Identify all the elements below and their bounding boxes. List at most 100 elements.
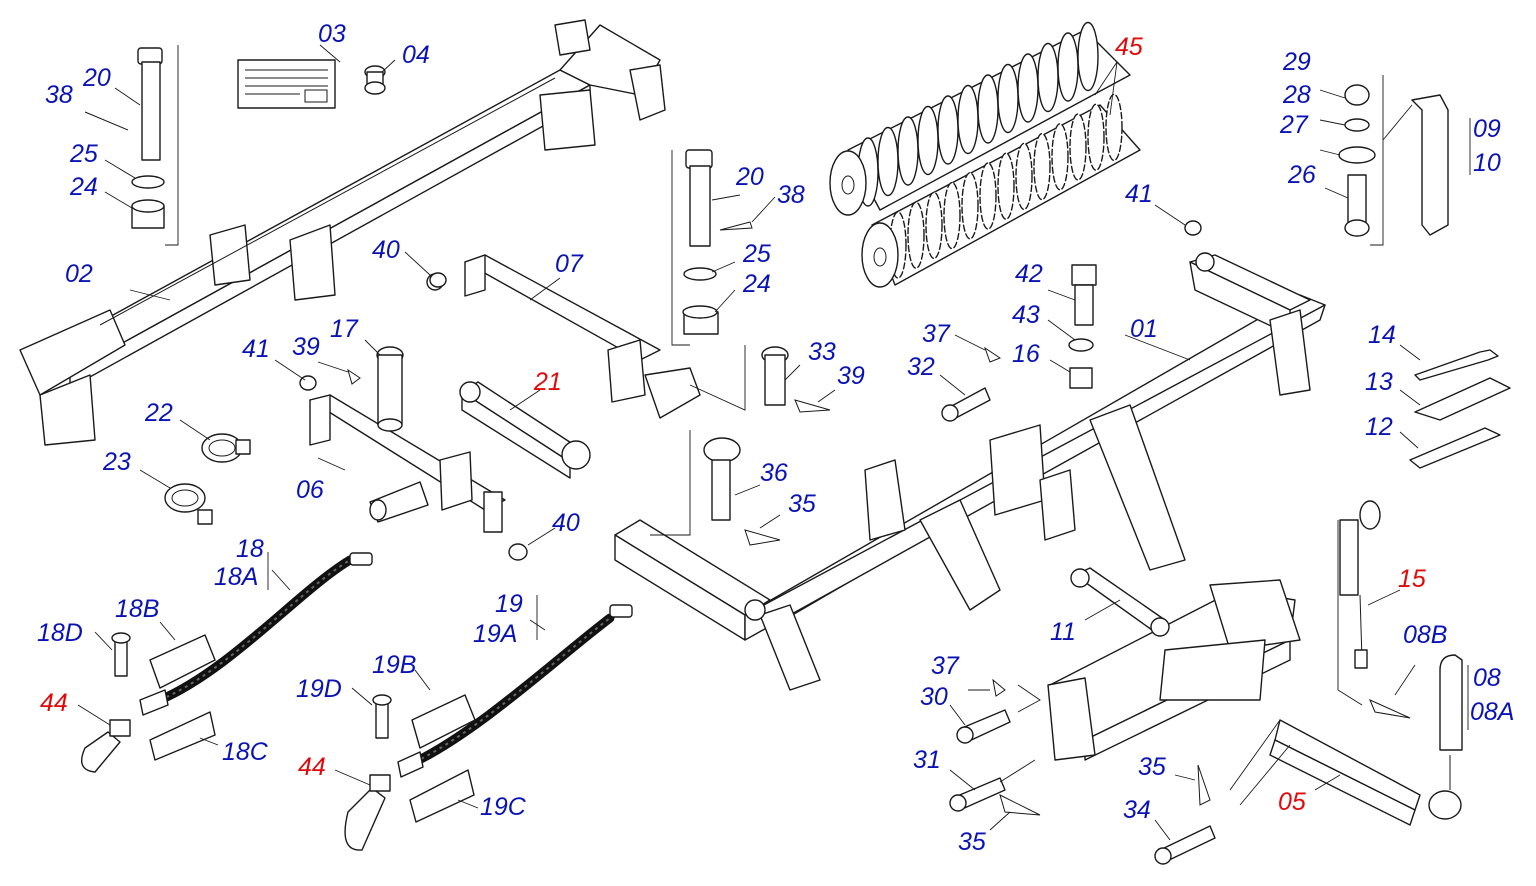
label-05: 05	[1278, 788, 1306, 816]
label-24-left: 24	[69, 173, 98, 201]
clip-35a	[744, 529, 781, 546]
roller-rib	[1077, 21, 1099, 92]
pin-stack-left	[84, 47, 165, 229]
clamp-23	[164, 483, 213, 525]
label-16: 16	[1012, 340, 1040, 368]
label-03: 03	[318, 20, 346, 48]
roller-rib	[917, 105, 939, 176]
roller-tooth-disc	[1087, 103, 1105, 171]
roller-tooth-disc	[907, 201, 925, 269]
roller-45-toothed	[861, 93, 1141, 288]
pin-36	[703, 437, 741, 521]
frame-beam-02	[19, 19, 666, 446]
label-35-a: 35	[788, 490, 816, 518]
pin-33	[761, 346, 789, 406]
clip-39b	[794, 399, 831, 413]
clip-37b	[992, 678, 1006, 697]
leader-lines	[77, 44, 1471, 841]
pin-30	[956, 709, 1011, 744]
clip-37a	[984, 346, 1002, 363]
label-07: 07	[555, 250, 584, 278]
clip-39a	[347, 368, 361, 385]
label-11: 11	[1050, 618, 1076, 646]
part-12	[1409, 427, 1501, 469]
hose-sleeve-18C	[149, 711, 216, 761]
bracket-09-10	[1411, 94, 1449, 236]
label-19: 19	[495, 590, 523, 618]
clip-38b	[719, 221, 753, 231]
link-11	[1070, 567, 1170, 637]
label-41-b: 41	[1125, 180, 1153, 208]
label-19D: 19D	[296, 675, 342, 703]
label-34: 34	[1123, 796, 1151, 824]
bushing-04	[364, 65, 386, 95]
label-30: 30	[920, 683, 948, 711]
roller-tooth-disc	[1105, 93, 1123, 162]
label-43: 43	[1012, 301, 1040, 329]
screw-19D	[372, 694, 392, 739]
label-12: 12	[1365, 413, 1393, 441]
label-39-b: 39	[837, 362, 865, 390]
label-24-middle: 24	[742, 270, 771, 298]
label-39-a: 39	[292, 333, 320, 361]
pin-17	[376, 346, 404, 432]
part-13	[1414, 377, 1511, 421]
label-18: 18	[236, 535, 264, 563]
label-10: 10	[1473, 149, 1501, 177]
label-08A: 08A	[1470, 698, 1514, 726]
coupler-44b	[344, 774, 391, 851]
label-41-a: 41	[242, 335, 270, 363]
roller-rib	[1017, 53, 1039, 123]
roller-rib	[897, 116, 919, 186]
washer-43	[1068, 338, 1094, 352]
roller-rib	[1057, 32, 1079, 102]
label-37-a: 37	[922, 320, 951, 348]
roller-tooth-disc	[925, 191, 943, 260]
cylinder-21	[459, 381, 591, 479]
grease-nipple-40a	[429, 272, 447, 288]
pin-34	[1154, 825, 1216, 865]
part-14	[1414, 349, 1499, 381]
label-26: 26	[1287, 161, 1316, 189]
label-35-c: 35	[1138, 753, 1166, 781]
label-18A: 18A	[214, 563, 258, 591]
roller-tooth-disc	[997, 152, 1015, 220]
label-19B: 19B	[372, 651, 416, 679]
label-40-b: 40	[552, 509, 580, 537]
label-14: 14	[1368, 321, 1396, 349]
label-44-b: 44	[298, 753, 326, 781]
hose-18	[139, 552, 373, 716]
hose-sleeve-18B	[149, 634, 216, 689]
label-17: 17	[330, 315, 359, 343]
label-32: 32	[907, 353, 935, 381]
clip-08B	[1369, 699, 1411, 719]
label-38-left: 38	[45, 81, 73, 109]
label-35-b: 35	[958, 828, 986, 856]
label-08: 08	[1473, 664, 1501, 692]
label-09: 09	[1473, 115, 1501, 143]
label-28: 28	[1282, 81, 1311, 109]
grease-nipple-40b	[508, 543, 528, 561]
label-40-a: 40	[372, 236, 400, 264]
roller-tooth-disc	[1015, 142, 1033, 211]
label-18D: 18D	[37, 619, 83, 647]
label-42: 42	[1015, 260, 1043, 288]
arm-06	[309, 394, 506, 533]
label-18C: 18C	[222, 738, 269, 766]
part-labels: 01 02 03 04 05 06 07 08 08A 08B 09 10 11…	[37, 20, 1514, 856]
clip-35c	[1197, 764, 1211, 806]
label-21: 21	[533, 368, 562, 396]
label-18B: 18B	[115, 595, 159, 623]
label-29: 29	[1282, 48, 1311, 76]
pin-31	[949, 777, 1006, 812]
label-01: 01	[1130, 315, 1158, 343]
hanger-15	[1339, 500, 1381, 669]
roller-tooth-disc	[943, 181, 961, 250]
roller-rib	[877, 126, 899, 197]
label-22: 22	[144, 399, 173, 427]
label-44-a: 44	[40, 689, 68, 717]
roller-rib	[957, 84, 979, 155]
label-25-left: 25	[69, 140, 98, 168]
label-25-middle: 25	[742, 240, 771, 268]
hose-sleeve-19C	[409, 769, 475, 823]
